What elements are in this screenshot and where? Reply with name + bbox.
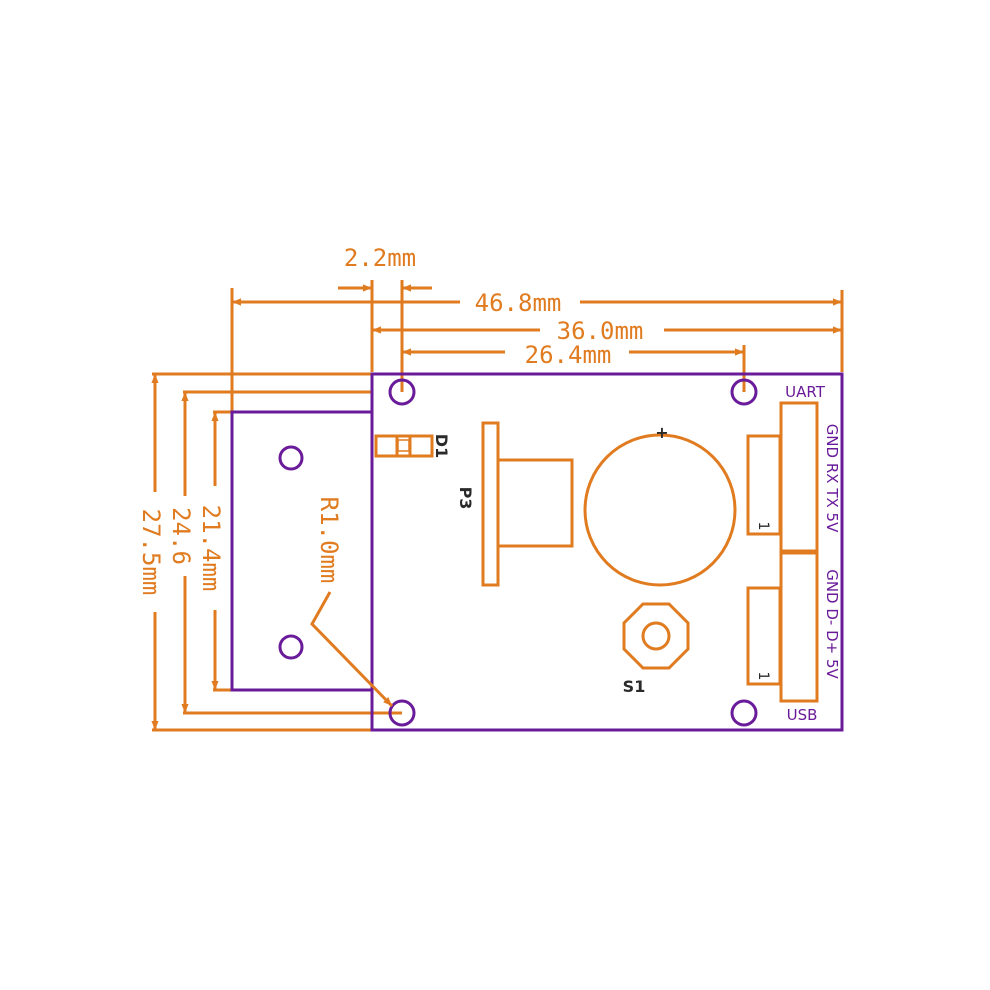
diode-d1 (374, 434, 434, 458)
label-pin1-usb: 1 (755, 672, 771, 681)
uart-connector (779, 401, 819, 553)
usb-connector (779, 551, 819, 703)
usb-header-outline (746, 586, 782, 686)
mounting-holes (278, 378, 758, 727)
label-pin1-uart: 1 (755, 522, 771, 531)
dim-text-26-4: 26.4mm (525, 341, 612, 369)
octagon-icon (622, 602, 690, 670)
component-labels: D1 P3 + S1 UART USB GND RX TX 5V GND D- … (432, 383, 841, 724)
dim-text-46-8: 46.8mm (475, 289, 562, 317)
board-outline (230, 372, 844, 732)
circle-icon (278, 634, 304, 660)
dim-text-24-6: 24.6 (167, 507, 195, 565)
label-s1: S1 (623, 677, 646, 696)
main-board-outline (370, 372, 844, 732)
button-cap-icon (641, 621, 671, 651)
label-uart: UART (785, 383, 826, 401)
circle-icon (730, 699, 758, 727)
battery-icon (583, 433, 737, 587)
dimension-texts: 2.2mm 46.8mm 36.0mm 26.4mm 27.5mm 24.6 2… (137, 244, 664, 612)
sub-board-outline (230, 410, 372, 692)
dim-text-2-2: 2.2mm (344, 244, 416, 272)
connector-p3 (481, 421, 574, 587)
circle-icon (278, 445, 304, 471)
dim-text-27-5: 27.5mm (137, 509, 165, 596)
dim-text-21-4: 21.4mm (197, 505, 225, 592)
circle-icon (388, 699, 416, 727)
dim-text-r1: R1.0mm (315, 497, 343, 584)
label-d1: D1 (432, 434, 451, 458)
dim-text-36-0: 36.0mm (557, 317, 644, 345)
label-usb-pins: GND D- D+ 5V (823, 569, 841, 679)
circle-icon (388, 378, 416, 406)
label-p3: P3 (456, 487, 475, 510)
uart-header-outline (746, 434, 782, 536)
label-uart-pins: GND RX TX 5V (823, 424, 841, 533)
label-usb: USB (787, 706, 818, 724)
components (374, 401, 819, 703)
radius-callout: R1.0mm (310, 497, 394, 708)
circle-icon (730, 378, 758, 406)
label-plus: + (655, 423, 668, 442)
